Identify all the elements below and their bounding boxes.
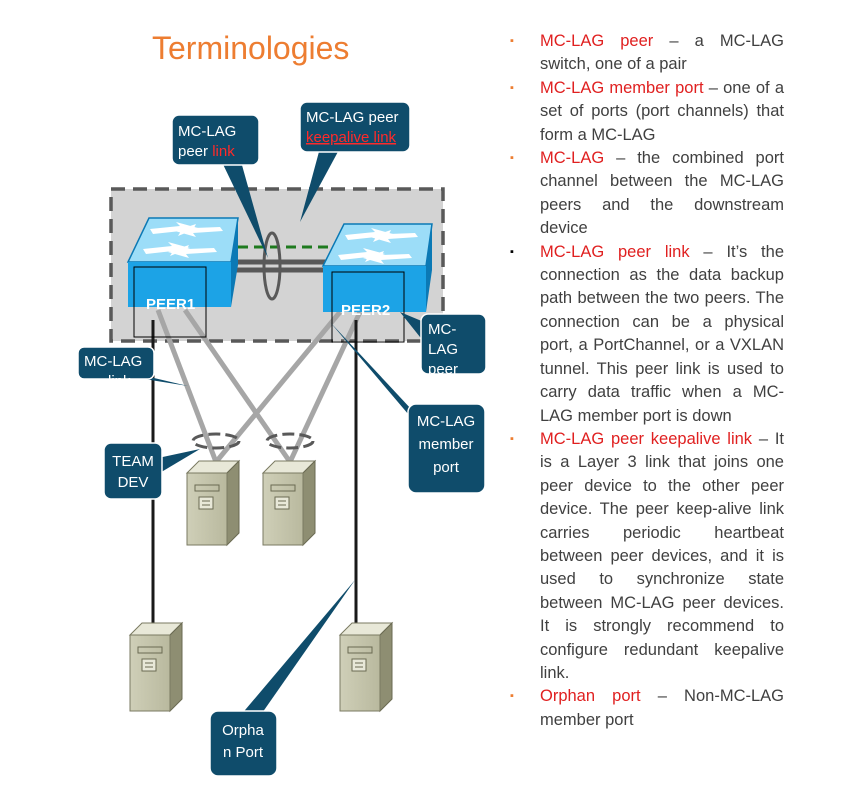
term-name: MC-LAG peer link [540, 242, 690, 261]
callout-keepalive-link: MC-LAG peer keepalive link [299, 101, 411, 222]
terminology-item: ▪ MC-LAG peer link – It’s the connection … [510, 241, 784, 428]
switch-peer2-label: PEER2 [341, 302, 390, 319]
callout-team-dev: TEAM DEV [103, 442, 200, 500]
mclag-diagram: PEER1 PEER2 [77, 101, 487, 777]
terminology-item: ▪ MC-LAG – the combined port channel betw… [510, 147, 784, 241]
callout-keepalive-line1: MC-LAG peer [306, 109, 399, 126]
term-name: MC-LAG member port [540, 78, 704, 97]
callout-orphan-line2: n Port [223, 744, 264, 761]
member-link-cable [155, 309, 219, 463]
server-icon [261, 459, 317, 547]
term-description: – It’s the connection as the data backup… [540, 242, 784, 425]
terminology-item: ▪ MC-LAG member port – one of a set of po… [510, 77, 784, 147]
term-name: MC-LAG [540, 149, 605, 168]
callout-keepalive-line2: keepalive link [306, 129, 397, 146]
switch-peer1: PEER1 [126, 217, 239, 338]
callout-mclag-right-line3: peer [428, 361, 458, 378]
bullet-icon: ▪ [510, 152, 514, 165]
callout-team-dev-line2: DEV [118, 474, 149, 491]
callout-orphan-line1: Orpha [222, 722, 264, 739]
term-name: Orphan port [540, 687, 641, 706]
svg-text:peer link: peer link [178, 143, 235, 160]
terminology-item: ▪ MC-LAG peer keepalive link – It is a La… [510, 428, 784, 685]
switch-arrows-icon [143, 222, 223, 258]
terminology-list: ▪ MC-LAG peer – a MC-LAG switch, one of a… [510, 30, 784, 732]
callout-mclag-right-line2: LAG [428, 341, 458, 358]
terminology-item: ▪ Orphan port – Non-MC-LAG member port [510, 685, 784, 732]
page-title: Terminologies [152, 30, 350, 66]
switch-peer1-label: PEER1 [146, 296, 195, 313]
lag-ring [265, 432, 315, 450]
callout-member-port-line3: port [433, 459, 460, 476]
callout-peer-link-line1: MC-LAG [178, 123, 236, 140]
term-description: – one of a set of ports (port channels) … [540, 78, 784, 144]
callout-peer-link-line2: peer [178, 143, 212, 160]
server-icon [128, 621, 184, 713]
term-description: – the combined port channel between the … [540, 149, 784, 238]
callout-member-port: MC-LAG member port [330, 322, 486, 494]
term-name: MC-LAG peer keepalive link [540, 429, 753, 448]
callout-member-port-line2: member [418, 436, 473, 453]
terminology-item: ▪ MC-LAG peer – a MC-LAG switch, one of a… [510, 30, 784, 77]
term-description: – Non-MC-LAG member port [540, 687, 784, 729]
bullet-icon: ▪ [510, 690, 514, 703]
callout-mclag-right: MC- LAG peer [400, 312, 487, 378]
term-description: – It is a Layer 3 link that joins one pe… [540, 429, 785, 682]
switch-peer2: PEER2 [321, 223, 433, 343]
callout-orphan-port: Orpha n Port [209, 580, 355, 777]
callout-peer-link-accent: link [212, 143, 235, 160]
member-link-cable [287, 310, 363, 464]
bullet-icon: ▪ [510, 245, 514, 258]
callout-mclag-left-line1: MC-LAG [84, 353, 142, 370]
term-description: – a MC-LAG switch, one of a pair [540, 32, 784, 74]
callout-peer-link: MC-LAG peer link [171, 114, 268, 258]
bullet-icon: ▪ [510, 432, 514, 445]
callout-mclag-left-line2: link [108, 373, 131, 390]
bullet-icon: ▪ [510, 35, 514, 47]
callout-mclag-right-line1: MC- [428, 321, 456, 338]
bullet-icon: ▪ [510, 81, 514, 94]
callout-member-port-line1: MC-LAG [417, 413, 475, 430]
peer-link-bundle-ring [262, 231, 282, 301]
callout-team-dev-line1: TEAM [112, 453, 154, 470]
switch-arrows-icon [338, 228, 418, 264]
lag-ring [191, 432, 241, 450]
server-icon [338, 621, 394, 713]
server-icon [185, 459, 241, 547]
term-name: MC-LAG peer [540, 32, 654, 50]
callout-mclag-left: MC-LAG link [77, 346, 188, 390]
